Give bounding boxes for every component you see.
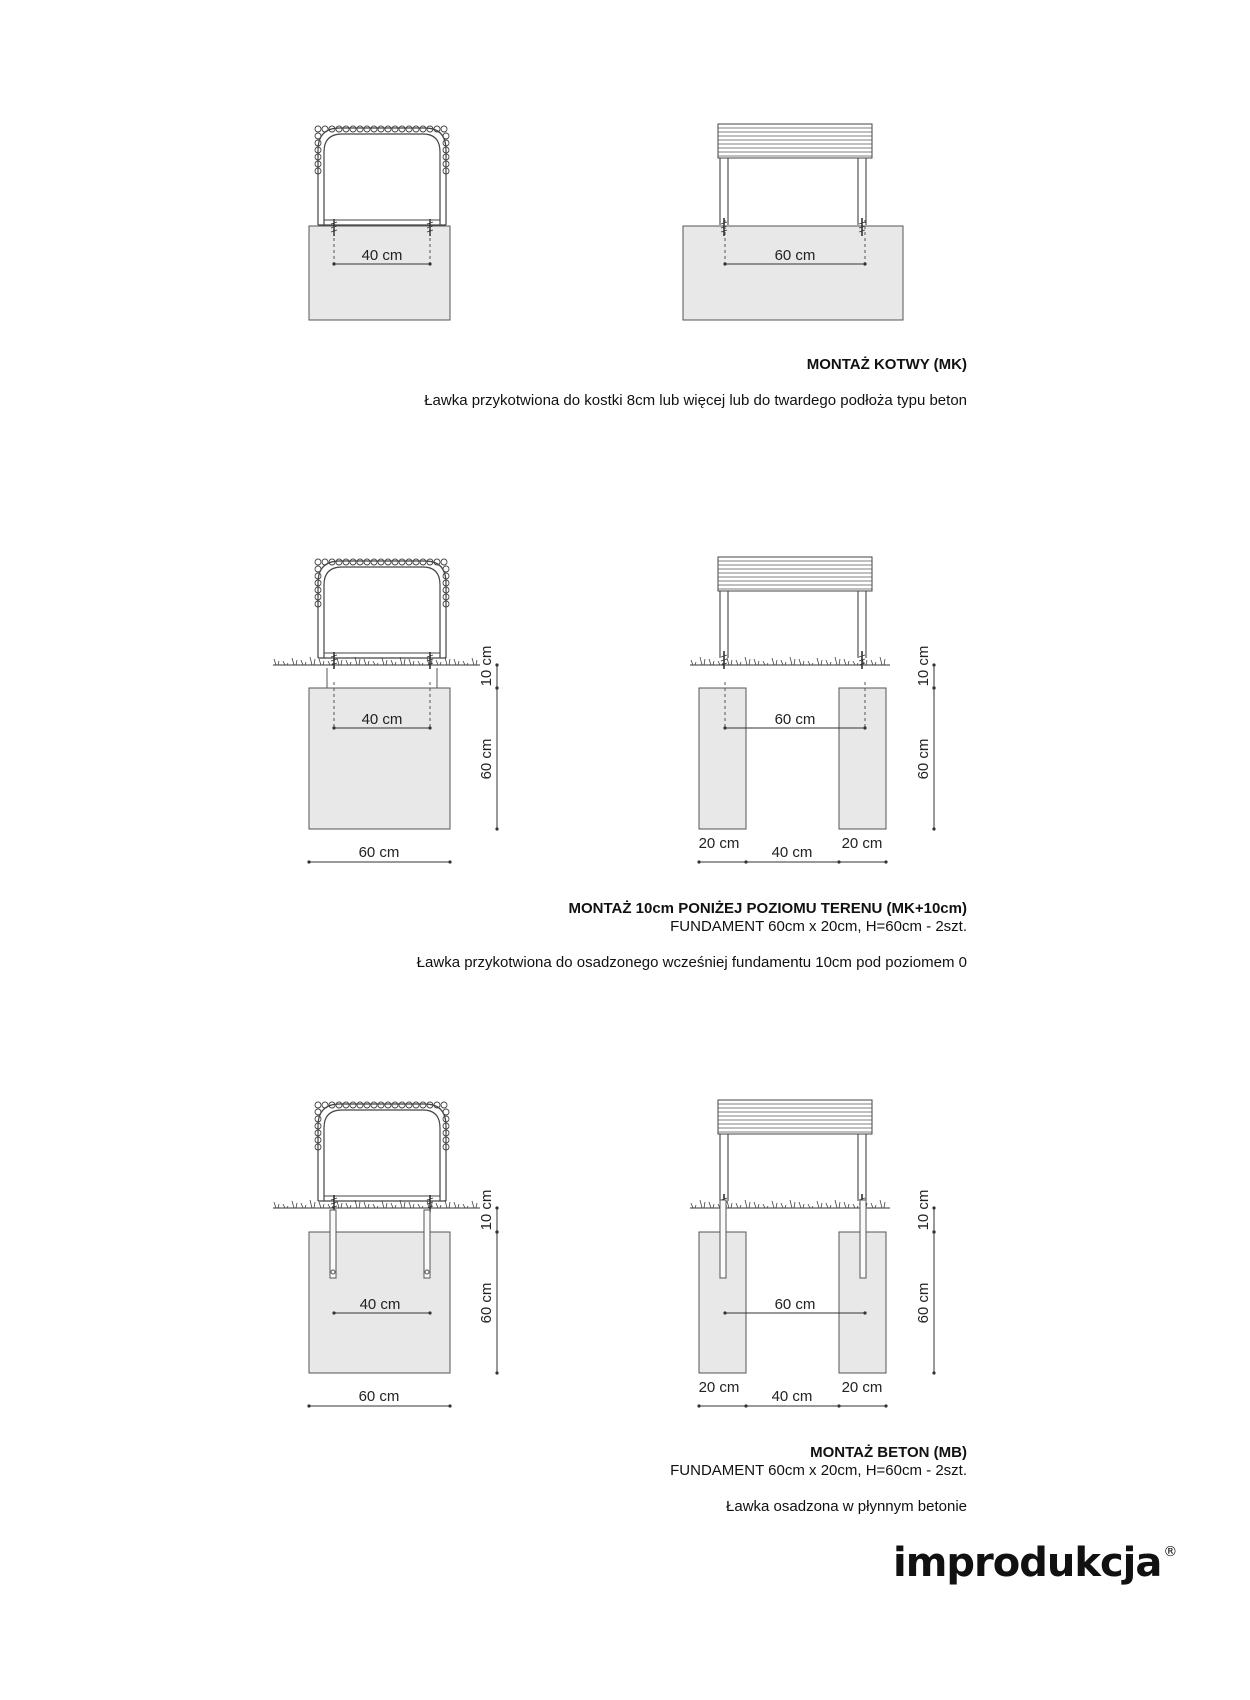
dimension-label-gap: 40 cm (772, 1388, 813, 1405)
dimension-label-gap: 40 cm (772, 844, 813, 861)
ground-line (273, 1199, 480, 1209)
section-2-side-view: 40 cm 10 cm 60 cm 60 cm (273, 558, 499, 864)
section-title: MONTAŻ BETON (MB) (810, 1444, 967, 1461)
dimension-depth: 10 cm (478, 646, 499, 690)
concrete-foundation (308, 687, 451, 830)
dimension-height: 60 cm (478, 1230, 499, 1375)
dimension-span: 60 cm (723, 711, 867, 730)
concrete-surface (308, 225, 451, 321)
dimension-height: 60 cm (478, 686, 499, 831)
section-description: Ławka osadzona w płynnym betonie (726, 1498, 967, 1515)
section-3-side-view: 40 cm 10 cm 60 cm 60 cm (273, 1101, 499, 1408)
dimension-label: 10 cm (915, 646, 932, 687)
dimension-depth: 10 cm (478, 1190, 499, 1234)
dimension-label: 60 cm (775, 711, 816, 728)
registered-mark: ® (1163, 1544, 1177, 1560)
dimension-label: 60 cm (359, 844, 400, 861)
dimension-label: 10 cm (478, 1190, 495, 1231)
dimension-span: 60 cm (723, 1296, 867, 1315)
dimension-label-right: 20 cm (842, 1379, 883, 1396)
dimension-height: 60 cm (915, 686, 936, 831)
section-subtitle: FUNDAMENT 60cm x 20cm, H=60cm - 2szt. (670, 1462, 967, 1479)
dimension-label: 60 cm (915, 739, 932, 780)
dimension-label: 40 cm (362, 711, 403, 728)
dimension-label: 40 cm (360, 1296, 401, 1313)
dimension-width: 60 cm (307, 1388, 452, 1408)
dimension-label: 10 cm (915, 1190, 932, 1231)
dimension-label: 60 cm (478, 1283, 495, 1324)
dimension-label: 60 cm (359, 1388, 400, 1405)
section-1-caption: MONTAŻ KOTWY (MK) Ławka przykotwiona do … (424, 356, 967, 410)
dimension-depth: 10 cm (915, 646, 936, 690)
dimension-label-left: 20 cm (699, 1379, 740, 1396)
section-description: Ławka przykotwiona do kostki 8cm lub wię… (424, 392, 967, 409)
dimension-span: 40 cm (332, 247, 432, 266)
section-1-side-view: 40 cm (308, 125, 451, 321)
brand-name: improdukcja (893, 1540, 1162, 1586)
bench-side-frame (314, 558, 450, 669)
bench-front-frame (717, 1099, 873, 1212)
dimension-bottom: 20 cm 40 cm 20 cm (697, 835, 888, 864)
ground-line (273, 656, 480, 666)
section-3-caption: MONTAŻ BETON (MB) FUNDAMENT 60cm x 20cm,… (670, 1444, 967, 1516)
concrete-surface (682, 225, 904, 321)
dimension-height: 60 cm (915, 1230, 936, 1375)
bench-side-frame (314, 125, 450, 236)
section-subtitle: FUNDAMENT 60cm x 20cm, H=60cm - 2szt. (670, 918, 967, 935)
concrete-foundation-left (698, 687, 747, 830)
bench-side-frame (314, 1101, 450, 1212)
dimension-label: 60 cm (775, 1296, 816, 1313)
section-description: Ławka przykotwiona do osadzonego wcześni… (416, 954, 967, 971)
dimension-depth: 10 cm (915, 1190, 936, 1234)
dimension-span: 60 cm (723, 247, 867, 266)
dimension-label: 10 cm (478, 646, 495, 687)
dimension-span: 40 cm (332, 1296, 432, 1315)
dimension-label: 60 cm (775, 247, 816, 264)
bench-front-frame (717, 123, 873, 236)
section-2-front-view: 60 cm 10 cm 60 cm 20 cm 40 cm 20 cm (690, 556, 936, 864)
dimension-label: 60 cm (915, 1283, 932, 1324)
section-2-caption: MONTAŻ 10cm PONIŻEJ POZIOMU TERENU (MK+1… (417, 900, 967, 972)
concrete-foundation-right (838, 687, 887, 830)
section-title: MONTAŻ 10cm PONIŻEJ POZIOMU TERENU (MK+1… (568, 900, 967, 917)
bench-front-frame (717, 556, 873, 669)
section-title: MONTAŻ KOTWY (MK) (806, 356, 967, 373)
dimension-label: 40 cm (362, 247, 403, 264)
brand-logo: improdukcja® (893, 1540, 1177, 1586)
dimension-span: 40 cm (332, 711, 432, 730)
section-3-front-view: 60 cm 10 cm 60 cm 20 cm 40 cm 20 cm (690, 1099, 936, 1408)
dimension-bottom: 20 cm 40 cm 20 cm (697, 1379, 888, 1408)
section-1-front-view: 60 cm (682, 123, 904, 321)
dimension-width: 60 cm (307, 844, 452, 864)
dimension-label-right: 20 cm (842, 835, 883, 852)
concrete-foundation-right (838, 1231, 887, 1374)
dimension-label-left: 20 cm (699, 835, 740, 852)
dimension-label: 60 cm (478, 739, 495, 780)
